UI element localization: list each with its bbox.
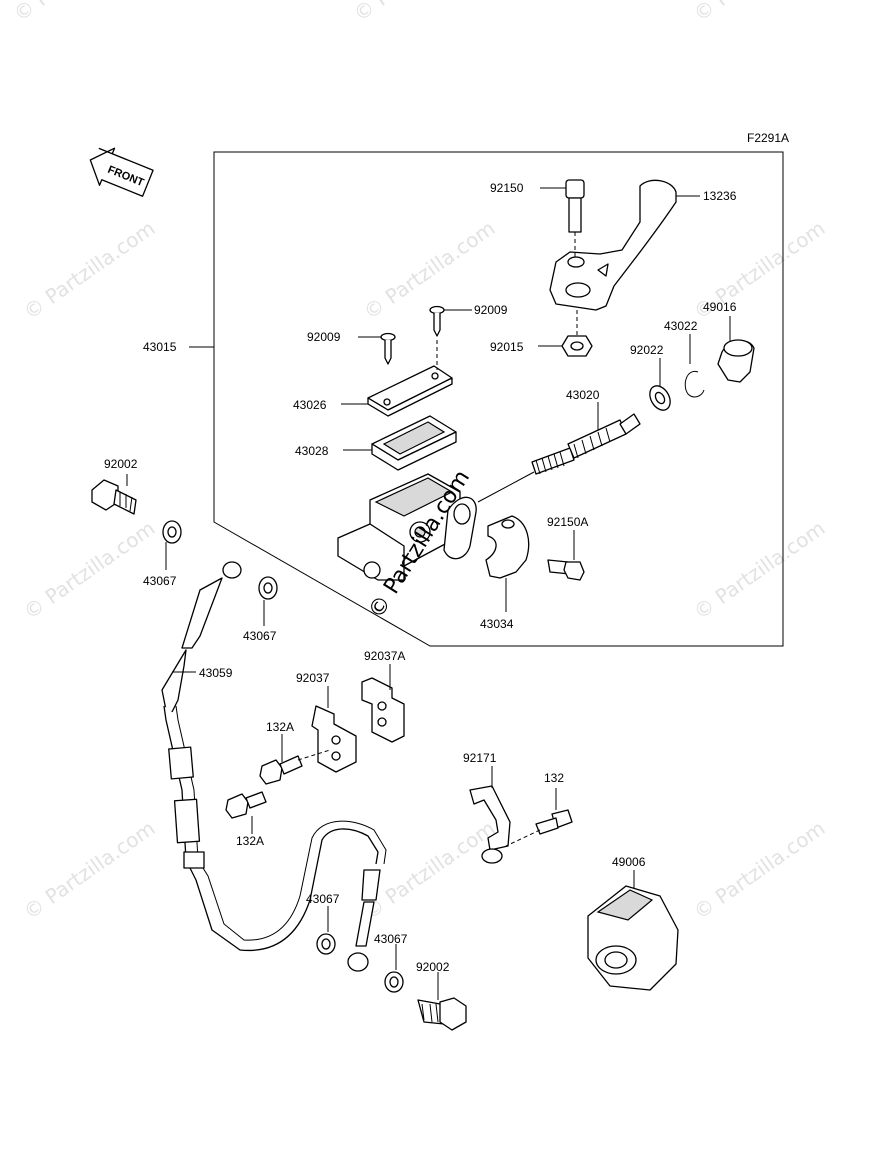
watermark: © Partzilla.com — [689, 516, 829, 624]
hose-clamp — [469, 766, 511, 864]
watermark: © Partzilla.com — [349, 0, 489, 26]
label-43059: 43059 — [199, 666, 233, 680]
label-13236: 13236 — [703, 189, 737, 203]
cap-screw — [429, 305, 472, 337]
label-132A: 132A — [266, 720, 294, 734]
watermark: © Partzilla.com — [9, 0, 149, 26]
label-49006: 49006 — [612, 855, 646, 869]
brake-hose — [161, 561, 387, 972]
label-92009: 92009 — [307, 330, 341, 344]
crush-washer — [258, 576, 278, 626]
label-92002: 92002 — [416, 960, 450, 974]
watermark: © Partzilla.com — [19, 816, 159, 924]
label-43034: 43034 — [480, 617, 514, 631]
watermark: © Partzilla.com — [689, 816, 829, 924]
label-92015: 92015 — [490, 340, 524, 354]
label-92002: 92002 — [104, 457, 138, 471]
washer — [649, 358, 671, 411]
circlip — [684, 334, 705, 398]
reservoir-cap — [341, 340, 453, 417]
label-43020: 43020 — [566, 388, 600, 402]
label-43067: 43067 — [306, 892, 340, 906]
label-43022: 43022 — [664, 319, 698, 333]
label-43067: 43067 — [374, 932, 408, 946]
watermark: © Partzilla.com — [19, 516, 159, 624]
banjo-bolt — [91, 474, 137, 515]
clamp-bolt — [547, 530, 585, 581]
pivot-nut — [538, 310, 593, 357]
label-132A: 132A — [236, 834, 264, 848]
hose-bracket — [361, 664, 405, 743]
label-92037A: 92037A — [364, 649, 405, 663]
label-43015: 43015 — [143, 340, 177, 354]
label-92022: 92022 — [630, 343, 664, 357]
label-92171: 92171 — [463, 751, 497, 765]
watermark: © Partzilla.com — [19, 216, 159, 324]
watermark: © Partzilla.com — [689, 0, 829, 26]
crush-washer — [162, 520, 182, 570]
label-92009: 92009 — [474, 303, 508, 317]
label-43026: 43026 — [293, 398, 327, 412]
mounting-bolt — [259, 734, 331, 785]
figure-code: F2291A — [747, 131, 789, 145]
lever-guard — [587, 870, 679, 991]
label-132: 132 — [544, 771, 564, 785]
assembly-boundary — [213, 151, 784, 647]
label-49016: 49016 — [703, 300, 737, 314]
dust-boot — [717, 316, 755, 383]
handlebar-clamp — [485, 515, 530, 612]
pivot-bolt — [540, 179, 585, 260]
label-92037: 92037 — [296, 671, 330, 685]
label-92150: 92150 — [490, 181, 524, 195]
label-43067: 43067 — [243, 629, 277, 643]
hose-bracket — [311, 686, 357, 773]
mounting-bolt — [225, 791, 267, 834]
front-arrow-icon: FRONT — [89, 147, 154, 197]
piston-kit — [477, 402, 641, 503]
banjo-bolt — [417, 972, 467, 1031]
cap-screw — [358, 332, 396, 365]
label-92150A: 92150A — [547, 515, 588, 529]
crush-washer — [384, 944, 404, 993]
crush-washer — [316, 906, 336, 955]
diaphragm — [343, 415, 457, 471]
clamp-bolt-132 — [505, 788, 573, 847]
master-cylinder-body — [337, 473, 477, 581]
label-43028: 43028 — [295, 444, 329, 458]
label-43067: 43067 — [143, 574, 177, 588]
brake-lever — [549, 179, 700, 311]
